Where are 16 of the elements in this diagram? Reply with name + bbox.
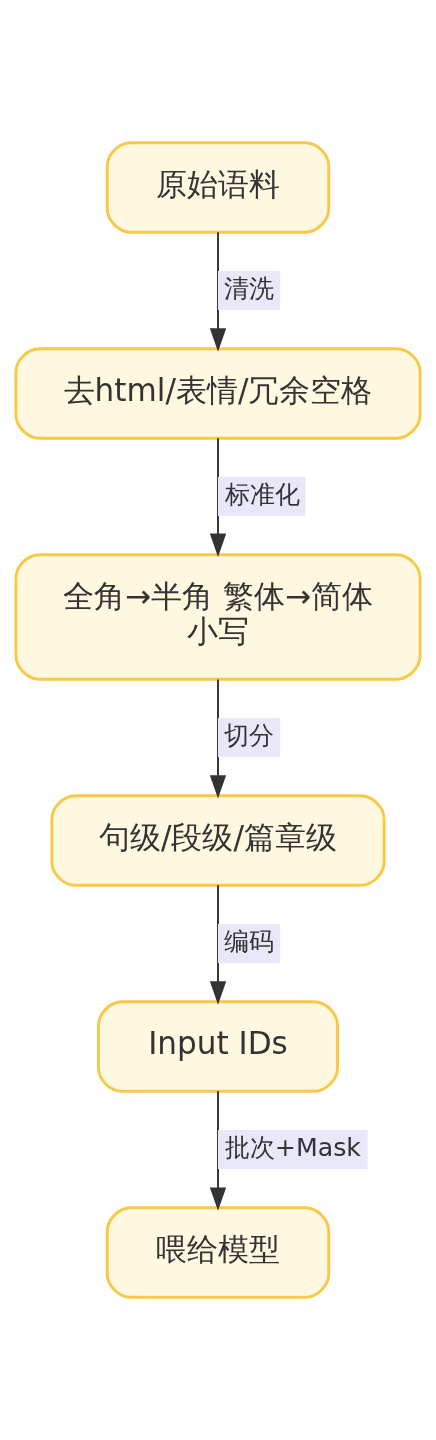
node-box: 全角→半角 繁体→简体小写 [14, 553, 422, 681]
arrow [209, 884, 227, 1005]
arrow [209, 1090, 227, 1211]
arrow [209, 678, 227, 799]
edge-label: 切分 [223, 721, 274, 751]
node-box: Input IDs [97, 1000, 339, 1093]
arrow [209, 231, 227, 352]
arrow [209, 437, 227, 557]
node-box: 去html/表情/冗余空格 [14, 347, 422, 440]
node-box: 喂给模型 [105, 1206, 331, 1299]
node-box: 原始语料 [105, 141, 331, 234]
node-box: 句级/段级/篇章级 [50, 794, 386, 887]
edge-label: 编码 [223, 927, 274, 957]
edge-label: 清洗 [223, 274, 274, 304]
edge-label: 标准化 [224, 480, 300, 510]
edge-label: 批次+Mask [224, 1133, 362, 1163]
